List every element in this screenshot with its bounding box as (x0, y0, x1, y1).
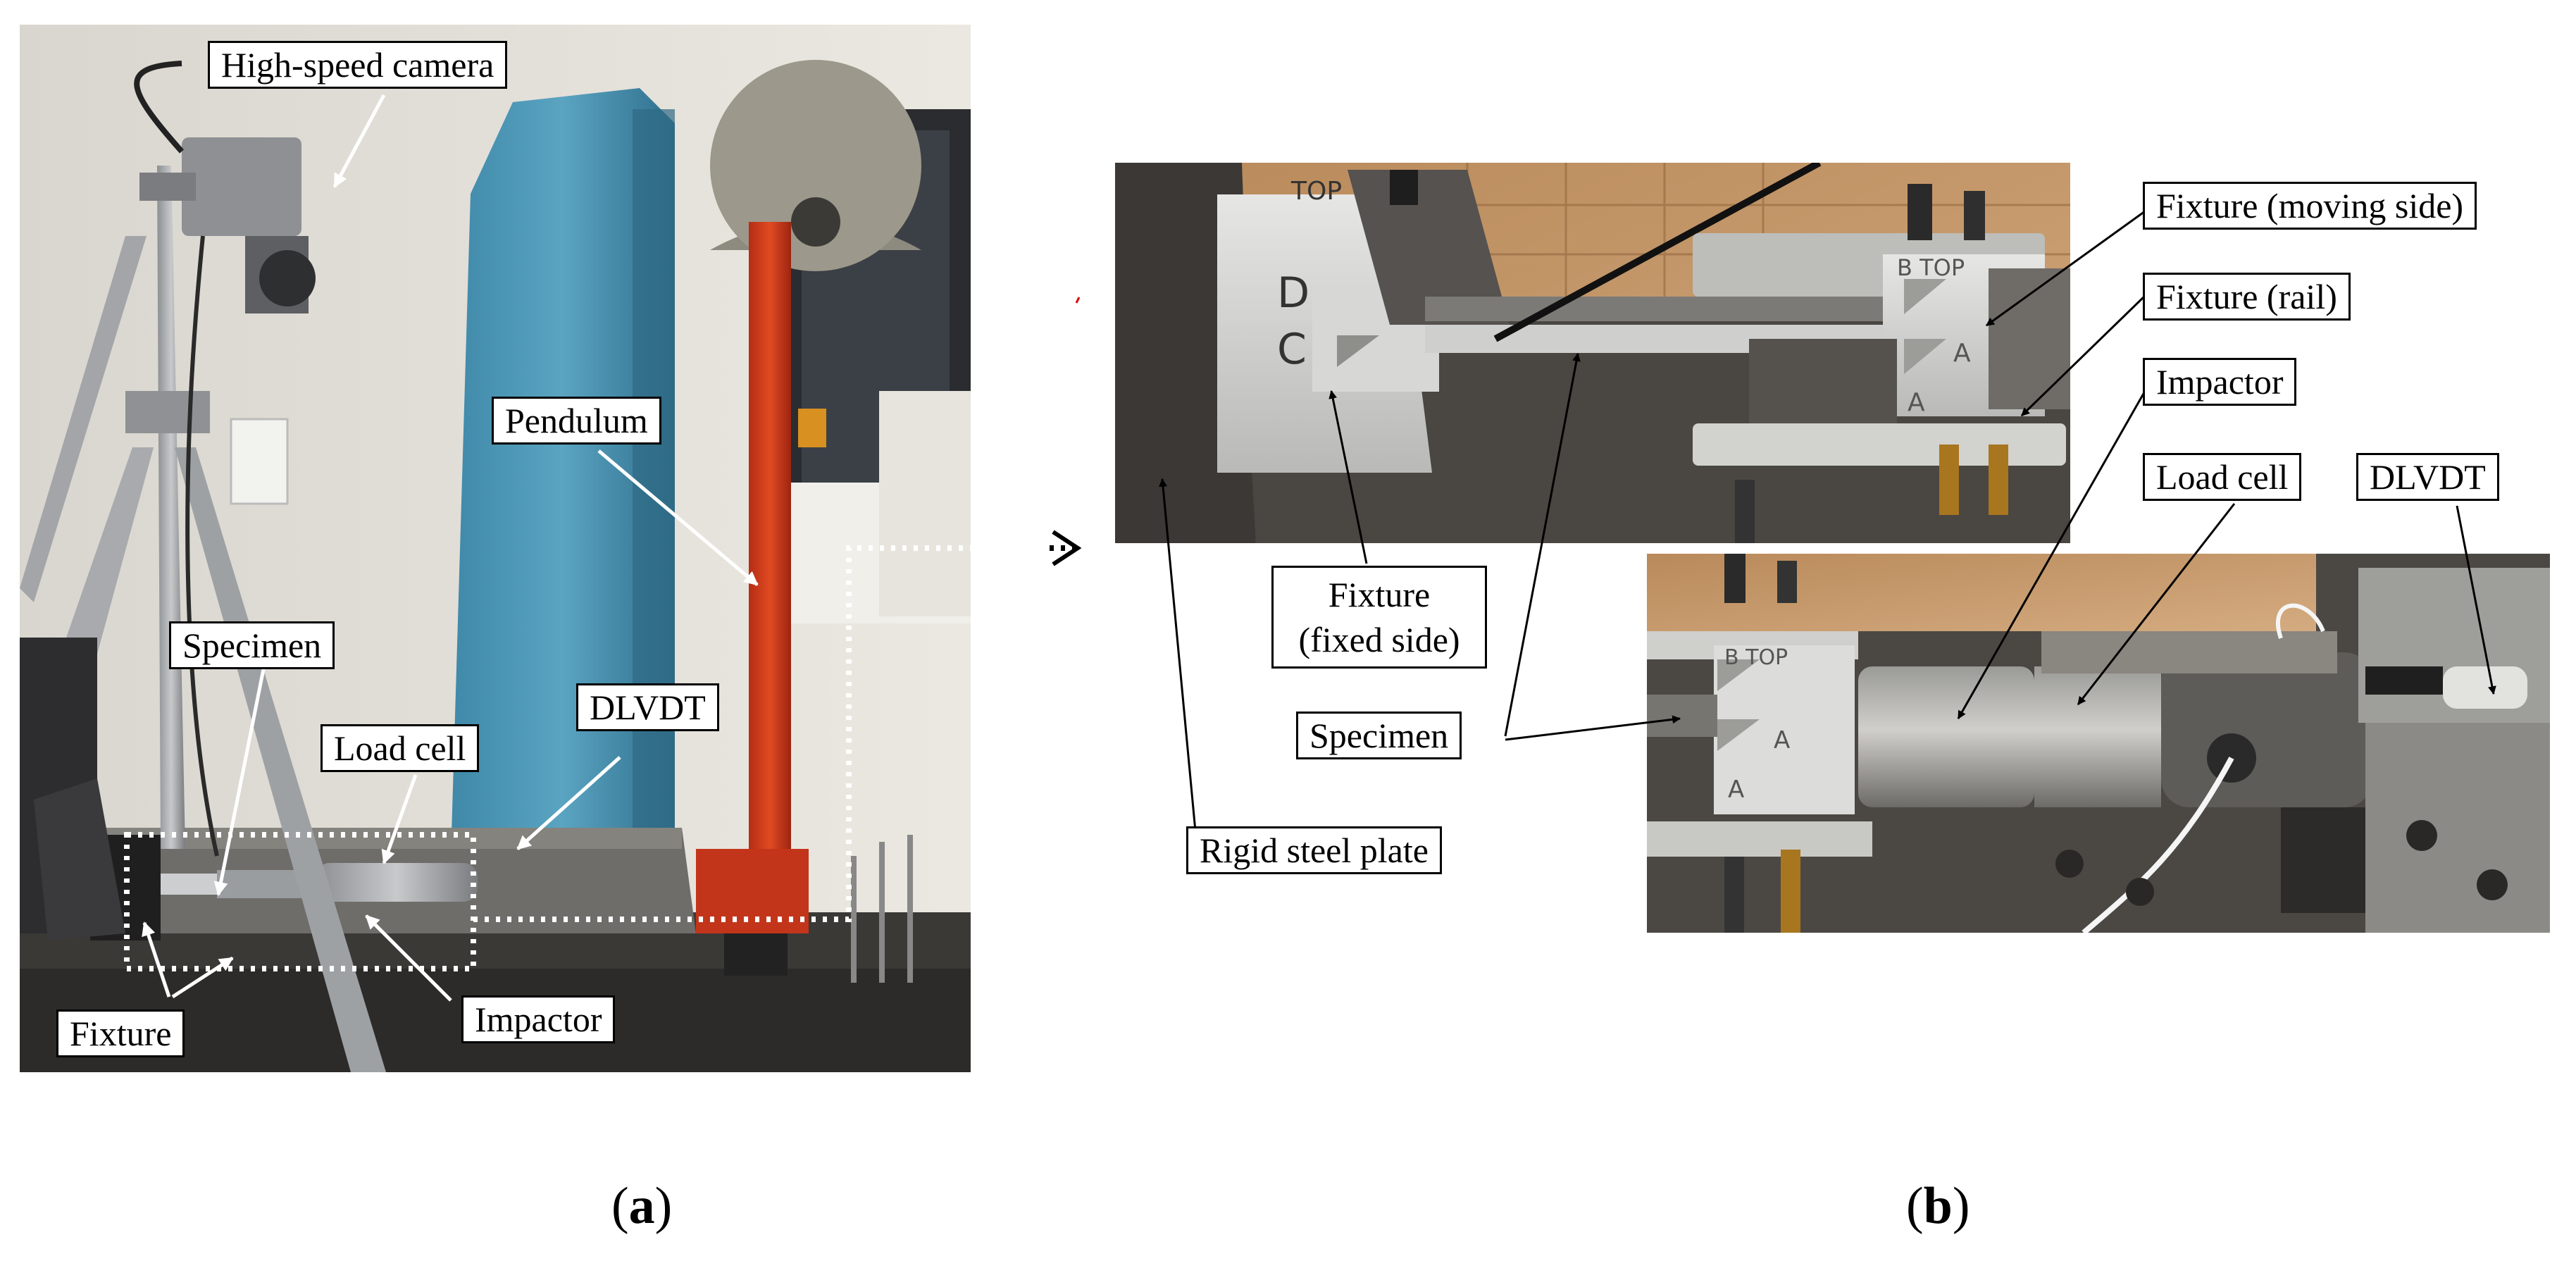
callout-impactor-b: Impactor (2143, 358, 2297, 406)
photo-b-top-illustration (1115, 163, 2070, 543)
callout-fixture-fixed-side-line1: Fixture (1328, 575, 1431, 614)
panel-label-b-letter: b (1923, 1177, 1953, 1235)
callout-impactor-a: Impactor (461, 995, 616, 1043)
callout-high-speed-camera: High-speed camera (208, 41, 508, 89)
callout-fixture-fixed-side: Fixture (fixed side) (1271, 566, 1487, 669)
marking-bottom-b: B TOP (1724, 645, 1788, 670)
callout-load-cell-a: Load cell (321, 724, 480, 772)
callout-load-cell-b: Load cell (2143, 453, 2302, 501)
marking-top-left-2: D (1277, 268, 1310, 318)
photo-impactor-closeup: B TOP A A (1647, 554, 2550, 933)
panel-label-b-open: ( (1906, 1177, 1924, 1235)
marking-top-left-3: C (1277, 325, 1307, 374)
marking-top-left-1: TOP (1291, 177, 1343, 206)
panel-b-arrows (1159, 210, 2496, 839)
panel-label-a-letter: a (628, 1177, 655, 1235)
callout-fixture-a: Fixture (56, 1010, 185, 1057)
marking-bottom-a1: A (1774, 726, 1791, 754)
marking-top-right-a1: A (1953, 339, 1971, 368)
callout-fixture-rail: Fixture (rail) (2143, 273, 2351, 321)
panel-label-a: (a) (611, 1176, 672, 1236)
panel-label-a-open: ( (611, 1177, 629, 1235)
callout-dlvdt-b: DLVDT (2356, 453, 2499, 501)
photo-a-illustration (20, 25, 971, 1072)
marking-top-right-b: B TOP (1897, 254, 1965, 281)
callout-fixture-moving-side: Fixture (moving side) (2143, 182, 2477, 230)
photo-test-setup-overview (20, 25, 971, 1072)
callout-rigid-steel-plate: Rigid steel plate (1186, 826, 1442, 874)
marking-top-right-a2: A (1908, 388, 1925, 417)
callout-pendulum: Pendulum (492, 397, 661, 445)
marking-bottom-a2: A (1728, 776, 1745, 804)
panel-a-arrows (142, 94, 759, 1002)
panel-label-b-close: ) (1952, 1177, 1970, 1235)
callout-dlvdt-a: DLVDT (576, 683, 719, 731)
callout-fixture-fixed-side-line2: (fixed side) (1298, 620, 1460, 659)
callout-specimen-a: Specimen (169, 621, 335, 669)
panel-label-b: (b) (1906, 1176, 1970, 1236)
photo-b-bottom-illustration (1647, 554, 2550, 933)
photo-fixture-closeup: TOP D C B TOP A A (1115, 163, 2070, 543)
callout-specimen-b: Specimen (1296, 712, 1462, 759)
panel-label-a-close: ) (654, 1177, 673, 1235)
